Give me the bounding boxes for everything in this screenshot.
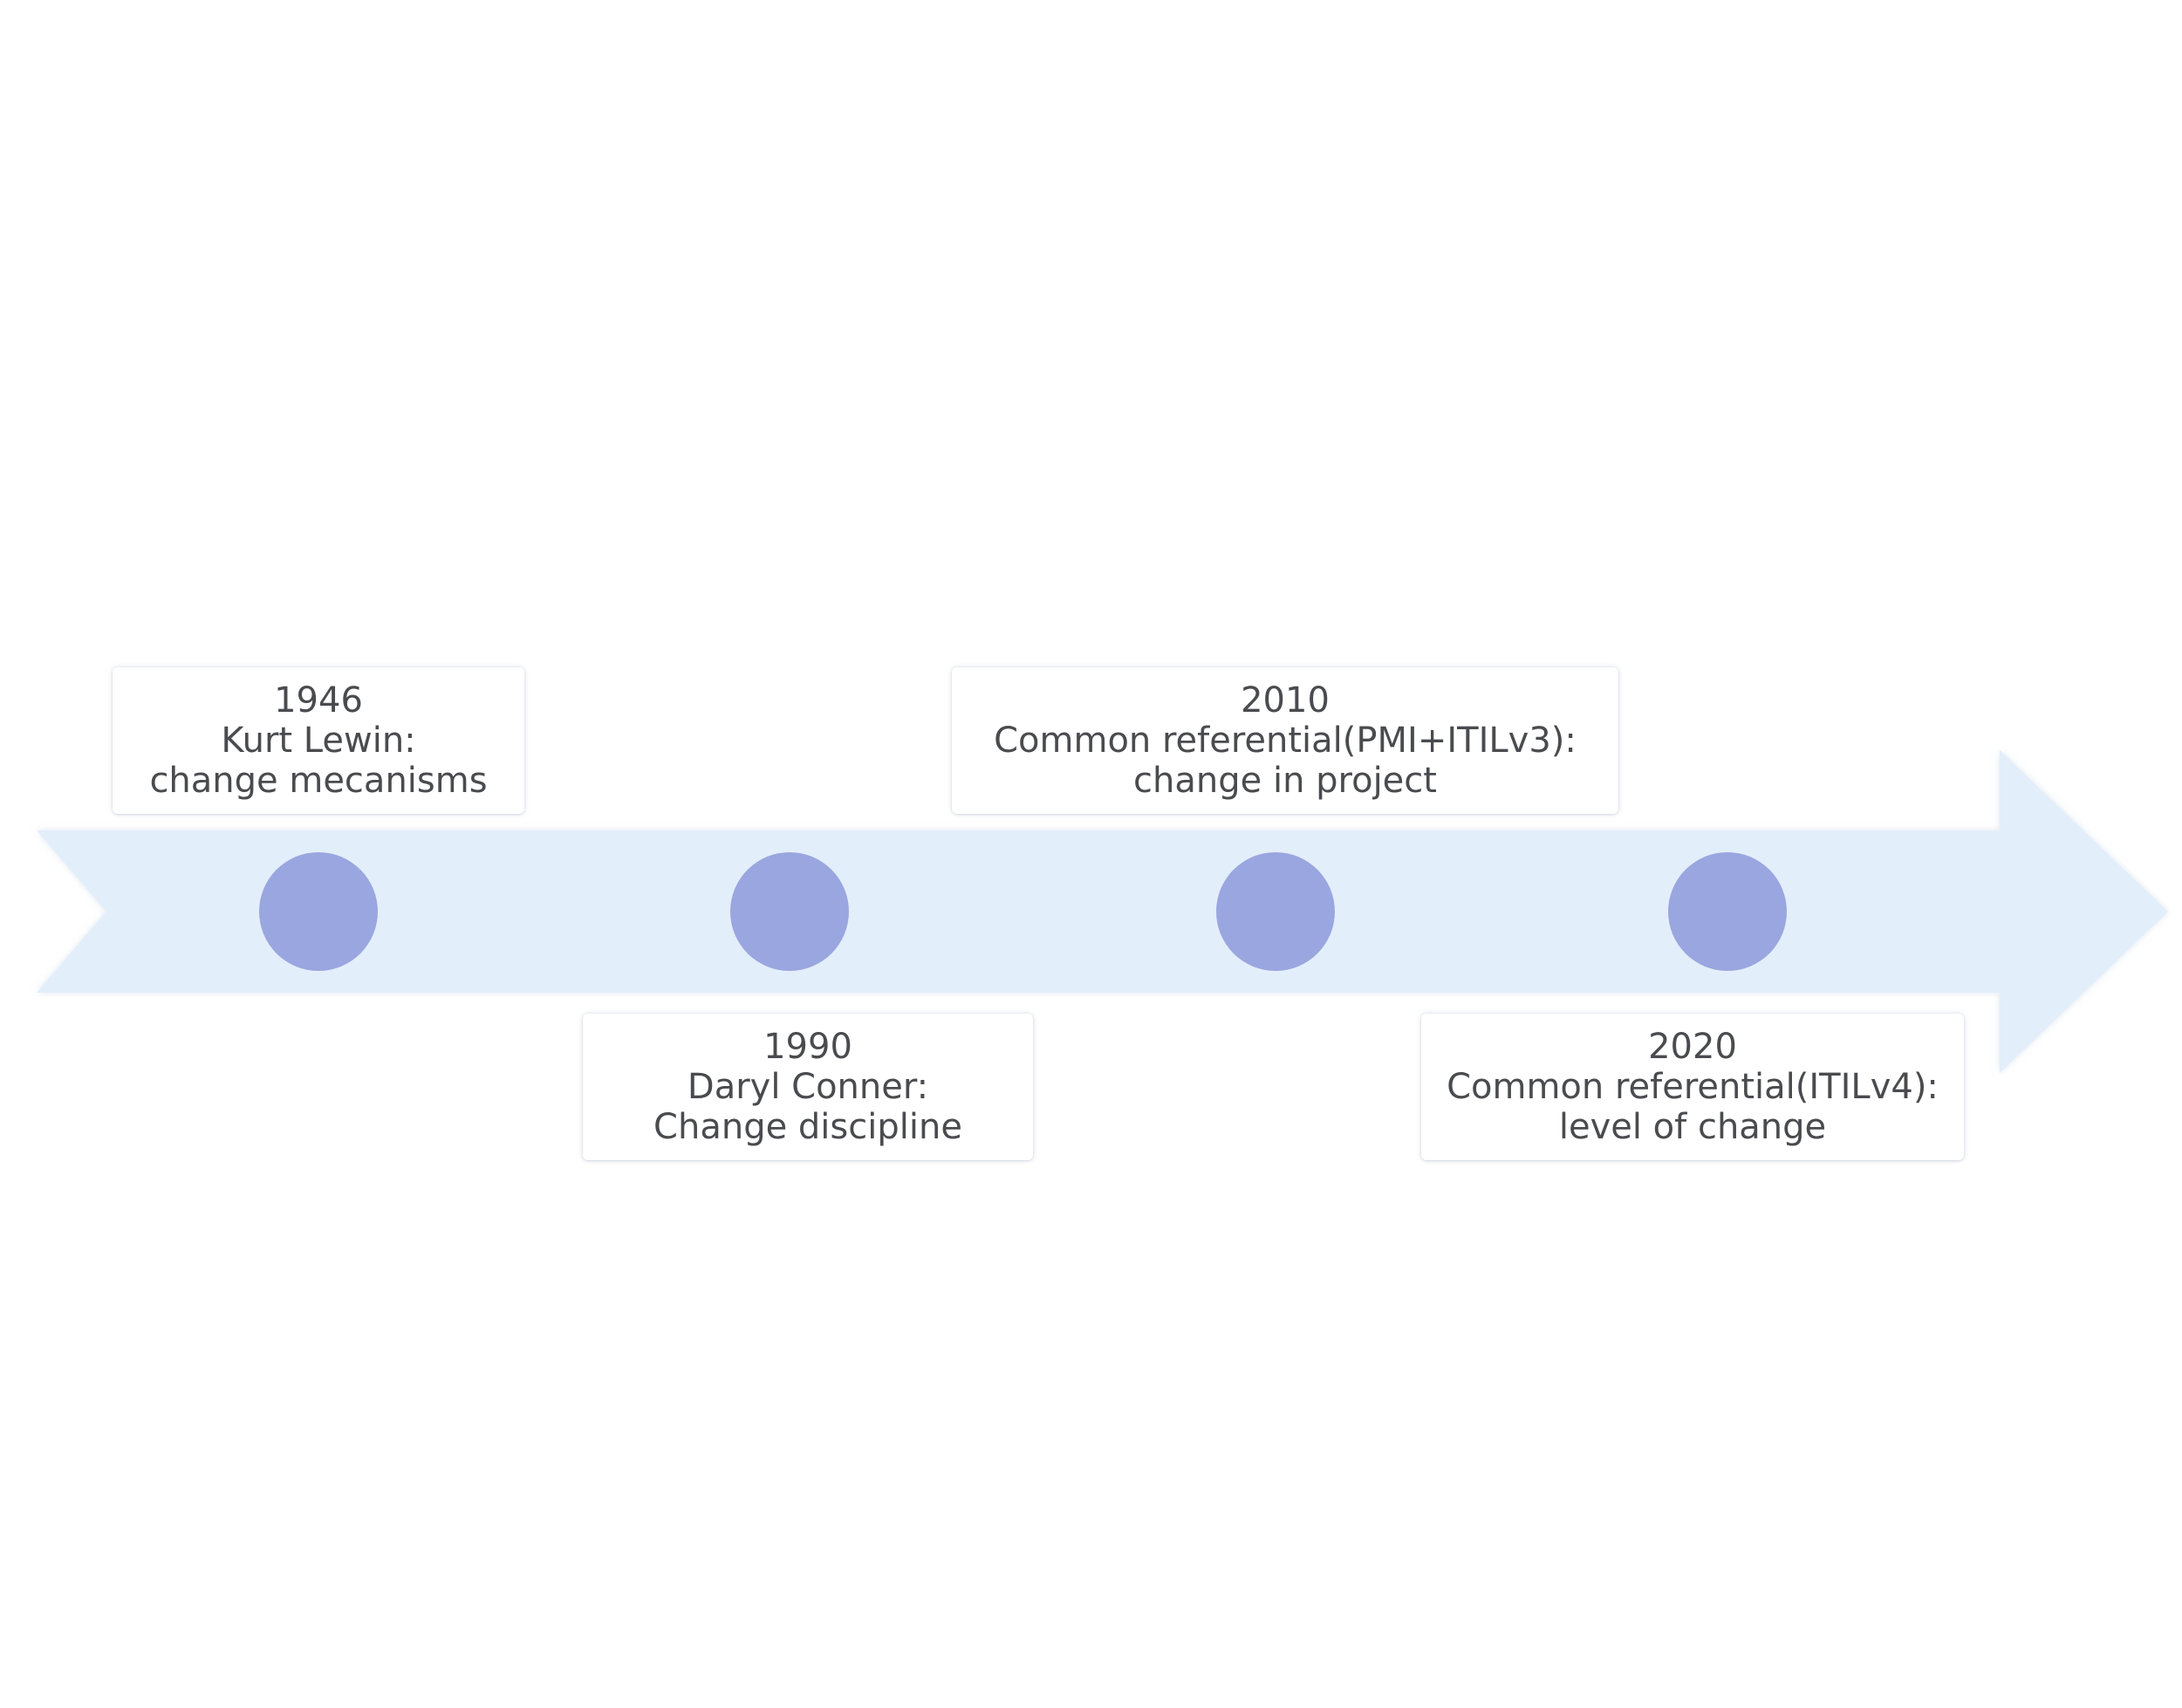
event-title: Common referential(PMI+ITILv3): <box>994 721 1577 761</box>
event-year: 2010 <box>1241 680 1330 721</box>
event-subtitle: change mecanisms <box>149 761 488 801</box>
event-card: 1990 Daryl Conner: Change discipline <box>583 1014 1033 1160</box>
event-card: 2010 Common referential(PMI+ITILv3): cha… <box>952 667 1618 814</box>
milestone-dot <box>259 852 378 971</box>
event-title: Common referential(ITILv4): <box>1447 1067 1939 1107</box>
event-subtitle: level of change <box>1558 1107 1827 1147</box>
event-title: Kurt Lewin: <box>221 721 416 761</box>
event-year: 2020 <box>1648 1027 1737 1067</box>
milestone-dot <box>730 852 849 971</box>
event-subtitle: Change discipline <box>653 1107 962 1147</box>
timeline-arrow <box>37 750 2168 1073</box>
event-card: 1946 Kurt Lewin: change mecanisms <box>113 667 524 814</box>
event-title: Daryl Conner: <box>687 1067 929 1107</box>
event-year: 1990 <box>763 1027 852 1067</box>
event-year: 1946 <box>274 680 363 721</box>
event-subtitle: change in project <box>1133 761 1437 801</box>
milestone-dot <box>1668 852 1787 971</box>
milestone-dot <box>1216 852 1335 971</box>
event-card: 2020 Common referential(ITILv4): level o… <box>1421 1014 1964 1160</box>
